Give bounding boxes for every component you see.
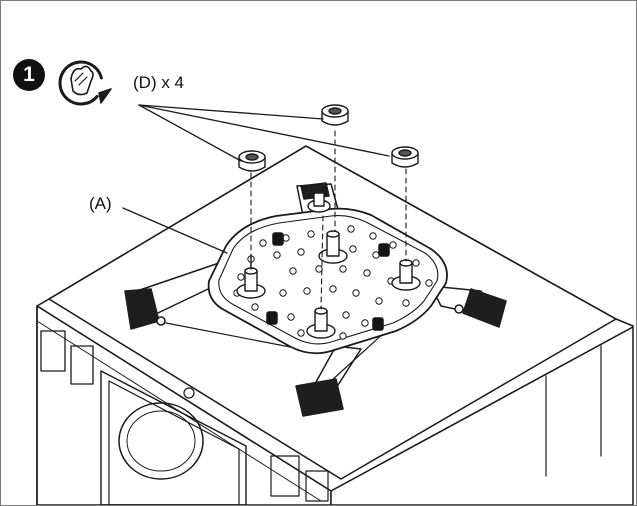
fasteners-d	[238, 104, 419, 172]
support-arm-front	[295, 330, 387, 417]
fastener-nut-2	[391, 146, 419, 168]
front-panel-slot-4	[305, 470, 329, 502]
rotate-hand-icon	[58, 60, 112, 106]
fastener-callout-label: (D) x 4	[133, 73, 184, 92]
fastener-nut-1	[321, 104, 349, 126]
front-knob	[183, 387, 195, 399]
cabinet-top-rim	[36, 145, 634, 327]
post-back	[307, 192, 331, 213]
post-center	[318, 230, 348, 264]
guide-dashed-lines	[250, 130, 407, 310]
post-right	[391, 259, 421, 291]
front-panel-slot-3	[270, 455, 300, 497]
cabinet-top-inner-edge	[48, 298, 342, 480]
step-number-badge: 1	[13, 59, 45, 91]
front-door-inner	[108, 380, 240, 505]
plate-holes	[233, 225, 433, 340]
fastener-nut-3	[238, 150, 266, 172]
front-panel-slot-2	[70, 345, 94, 385]
plate-inner	[218, 215, 439, 345]
support-arm-right	[430, 285, 507, 328]
cabinet-side	[330, 326, 634, 505]
plate-callout-label: (A)	[89, 194, 112, 213]
post-left	[236, 256, 266, 299]
callout-leaders	[122, 104, 390, 254]
front-door-window	[118, 402, 204, 480]
plate-clips	[266, 232, 390, 331]
plate-posts	[236, 192, 421, 339]
mounting-plate-assembly	[124, 182, 507, 417]
front-door-window-inner	[126, 410, 196, 472]
post-front	[306, 307, 336, 339]
front-panel-slot	[40, 330, 66, 372]
